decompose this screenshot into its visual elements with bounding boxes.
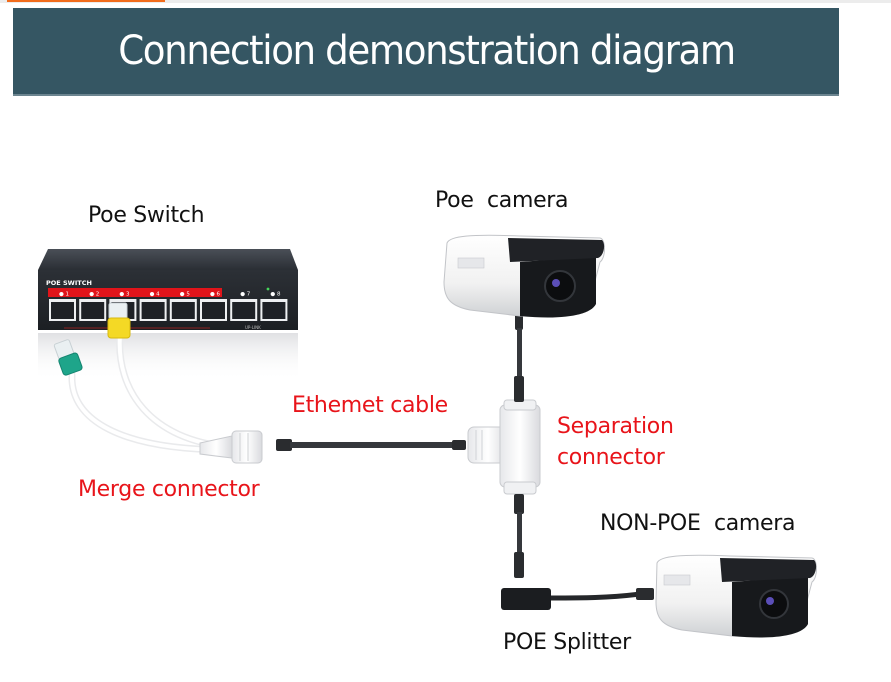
switch-port-number: ● 2 [89, 292, 99, 298]
switch-port-number: ● 5 [180, 292, 191, 298]
merge-connector-body [199, 435, 233, 459]
rj45-plug-clear [108, 302, 128, 320]
switch-port-number: ● 7 [240, 292, 251, 298]
switch-port-socket [141, 302, 165, 319]
poe-camera-label: Poe camera [435, 188, 569, 213]
switch-port-number: ● 8 [270, 292, 281, 298]
poe-ports-strip [48, 288, 222, 297]
switch-port-socket [232, 302, 256, 319]
separation-connector-label-line2: connector [557, 445, 665, 470]
merge-connector-socket [231, 430, 263, 464]
switch-port-socket [171, 302, 195, 319]
non-poe-camera-sticker [663, 574, 691, 586]
switch-brand: POE SWITCH [46, 279, 92, 287]
cable-to-poe-camera [517, 328, 522, 376]
non-poe-camera-lens [759, 589, 789, 619]
poe-camera-sunshield [508, 238, 605, 262]
merge-connector-label: Merge connector [78, 477, 260, 502]
switch-port-socket [51, 302, 74, 319]
switch-port-number: ● 4 [150, 292, 161, 298]
switch-port-number: ● 1 [59, 292, 69, 298]
separation-connector-body [499, 404, 541, 488]
page-title: Connection demonstration diagram [117, 28, 736, 74]
poe-splitter-body [501, 588, 551, 610]
separation-connector [467, 312, 541, 578]
yellow-boot-plug [107, 317, 131, 339]
poe-camera-sticker [457, 257, 485, 269]
poe-switch: POE SWITCH ● 1 ● 2 ● 3 ● 4 ● 5 ● 6 ● 7 ● 8 UP-L… [38, 249, 298, 381]
top-accent-bar [7, 0, 165, 2]
poe-camera-lens [544, 270, 576, 302]
switch-reflection [38, 333, 298, 381]
switch-top-panel [38, 249, 298, 270]
top-rule [0, 0, 891, 3]
ethernet-cable [276, 439, 466, 451]
green-boot-plug [58, 352, 83, 376]
separation-connector-label-line1: Separation [557, 414, 674, 439]
poe-splitter [501, 588, 654, 610]
rj45-plug-black [276, 439, 292, 451]
switch-port-number: ● 6 [210, 292, 221, 298]
switch-port-number: ● 3 [119, 292, 130, 298]
splitter-output-cable [550, 591, 641, 601]
poe-camera [443, 234, 605, 318]
poe-splitter-label: POE Splitter [503, 630, 631, 655]
switch-port-socket [81, 302, 105, 319]
non-poe-camera-sunshield [720, 558, 817, 582]
ethernet-cable-label: Ethemet cable [292, 393, 448, 418]
non-poe-camera-label: NON-POE camera [600, 511, 796, 536]
merge-connector [53, 302, 263, 464]
cable-to-splitter [517, 512, 522, 556]
title-banner: Connection demonstration diagram [13, 8, 839, 96]
switch-port-socket [262, 302, 286, 319]
switch-port-socket [202, 302, 225, 319]
power-led-icon [266, 287, 270, 291]
ethernet-cable-line [290, 442, 464, 448]
switch-ports: ● 1 ● 2 ● 3 ● 4 ● 5 ● 6 ● 7 ● 8 [49, 292, 288, 321]
poe-switch-label: Poe Switch [88, 203, 205, 228]
non-poe-camera [655, 554, 817, 638]
uplink-label: UP-LINK [245, 325, 261, 330]
